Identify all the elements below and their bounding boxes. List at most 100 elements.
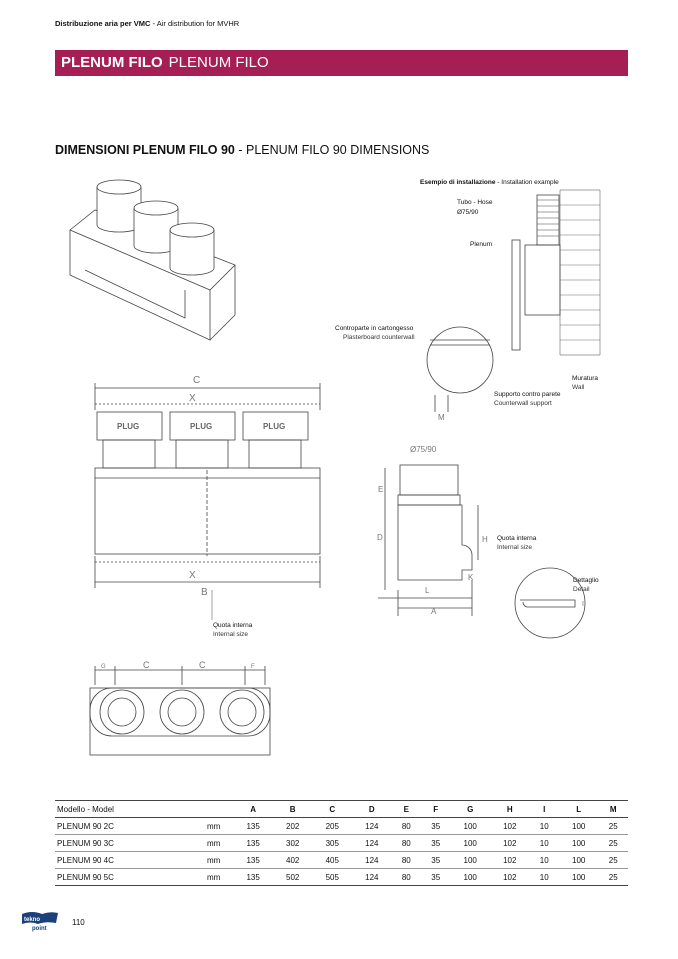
table-cell: 25 [608, 838, 618, 848]
table-cell: 80 [401, 821, 411, 831]
table-cell: 80 [401, 855, 411, 865]
hose-size: Ø75/90 [457, 209, 479, 216]
section-title: DIMENSIONI PLENUM FILO 90 - PLENUM FILO … [55, 143, 429, 157]
col-c: C [329, 804, 336, 814]
table-cell: mm [206, 838, 221, 848]
table-cell: 135 [246, 821, 260, 831]
table-cell: PLENUM 90 3C [57, 838, 114, 848]
table-cell: 80 [401, 872, 411, 882]
svg-text:Esempio di installazione - Ins: Esempio di installazione - Installation … [420, 179, 559, 186]
table-cell: 124 [365, 872, 379, 882]
plug-label-2: PLUG [190, 422, 212, 431]
table-cell: 124 [365, 855, 379, 865]
table-cell: 102 [503, 872, 517, 882]
table-cell: 10 [539, 872, 549, 882]
front-view: C X X B PLUG PLUG PLUG Quota interna Int… [94, 375, 321, 638]
dimensions-table: Modello - Model A B C D E F G H I L M PL… [55, 800, 628, 886]
dim-i: I [582, 601, 584, 608]
table-cell: 100 [572, 872, 586, 882]
dim-h: H [482, 535, 488, 544]
side-diameter: Ø75/90 [410, 445, 437, 454]
table-cell: 10 [539, 838, 549, 848]
col-g: G [467, 804, 474, 814]
category-en: Air distribution for MVHR [156, 19, 240, 28]
table-cell: 405 [325, 855, 339, 865]
dim-x-top: X [189, 393, 196, 404]
col-d: D [368, 804, 375, 814]
table-cell: 25 [608, 821, 618, 831]
col-f: F [433, 804, 439, 814]
table-cell: PLENUM 90 4C [57, 855, 114, 865]
tekno-point-logo: tekno point [22, 912, 58, 932]
dim-a: A [431, 607, 437, 616]
counterwall-it: Controparte in cartongesso [335, 325, 414, 332]
detail-en: Detail [573, 586, 590, 593]
plenum-label: Plenum [470, 241, 492, 248]
hose-label: Tubo - Hose [457, 199, 493, 206]
table-cell: 100 [572, 855, 586, 865]
dim-f-top: F [251, 664, 255, 670]
table-cell: 35 [431, 855, 441, 865]
dim-m: M [438, 413, 445, 422]
page-number: 110 [72, 918, 85, 927]
col-i: I [543, 804, 546, 814]
table-cell: 10 [539, 855, 549, 865]
col-l: L [576, 804, 582, 814]
dim-l: L [425, 586, 430, 595]
table-cell: 135 [246, 855, 260, 865]
counterwall-en: Plasterboard counterwall [343, 334, 415, 341]
dim-k: K [468, 573, 474, 582]
install-title-it: Esempio di installazione [420, 179, 496, 186]
dim-d: D [377, 533, 383, 542]
table-cell: 205 [325, 821, 339, 831]
col-e: E [403, 804, 409, 814]
internal-size-it: Quota interna [213, 622, 253, 629]
detail-view: Dettaglio Detail I [514, 567, 599, 639]
detail-it: Dettaglio [573, 577, 599, 584]
support-en: Counterwall support [494, 400, 552, 407]
table-cell: 35 [431, 821, 441, 831]
table-cell: 124 [365, 821, 379, 831]
col-b: B [289, 804, 296, 814]
table-cell: 100 [572, 838, 586, 848]
table-cell: PLENUM 90 2C [57, 821, 114, 831]
dim-c-top-2: C [199, 660, 206, 670]
side-internal-it: Quota interna [497, 535, 537, 542]
table-cell: 102 [503, 821, 517, 831]
plug-label-3: PLUG [263, 422, 285, 431]
dim-c: C [193, 375, 200, 386]
col-m: M [609, 804, 617, 814]
table-cell: 100 [463, 821, 477, 831]
table-cell: 502 [286, 872, 300, 882]
category-sep: - [150, 19, 157, 28]
title-it: PLENUM FILO [61, 54, 163, 71]
table-cell: mm [206, 855, 221, 865]
dim-b: B [201, 587, 208, 598]
support-it: Supporto contro parete [494, 391, 561, 398]
table-cell: mm [206, 821, 221, 831]
col-model: Modello - Model [57, 804, 114, 814]
category-it: Distribuzione aria per VMC [55, 19, 151, 28]
install-title-en: - Installation example [496, 179, 560, 186]
table-cell: 302 [286, 838, 300, 848]
installation-view: Esempio di installazione - Installation … [335, 179, 601, 422]
dim-c-top-1: C [143, 660, 150, 670]
col-unit [194, 801, 233, 818]
table-cell: 305 [325, 838, 339, 848]
table-cell: 100 [572, 821, 586, 831]
col-a: A [250, 804, 257, 814]
table-cell: 202 [286, 821, 300, 831]
table-cell: 135 [246, 838, 260, 848]
col-h: H [506, 804, 513, 814]
side-view: Ø75/90 E D H L A K Quota interna Interna… [377, 445, 537, 616]
table-cell: 100 [463, 838, 477, 848]
logo-text-top: tekno [24, 917, 40, 923]
technical-drawings: C X X B PLUG PLUG PLUG Quota interna Int… [69, 179, 601, 756]
table-cell: 35 [431, 838, 441, 848]
dim-g-top: G [101, 664, 106, 670]
